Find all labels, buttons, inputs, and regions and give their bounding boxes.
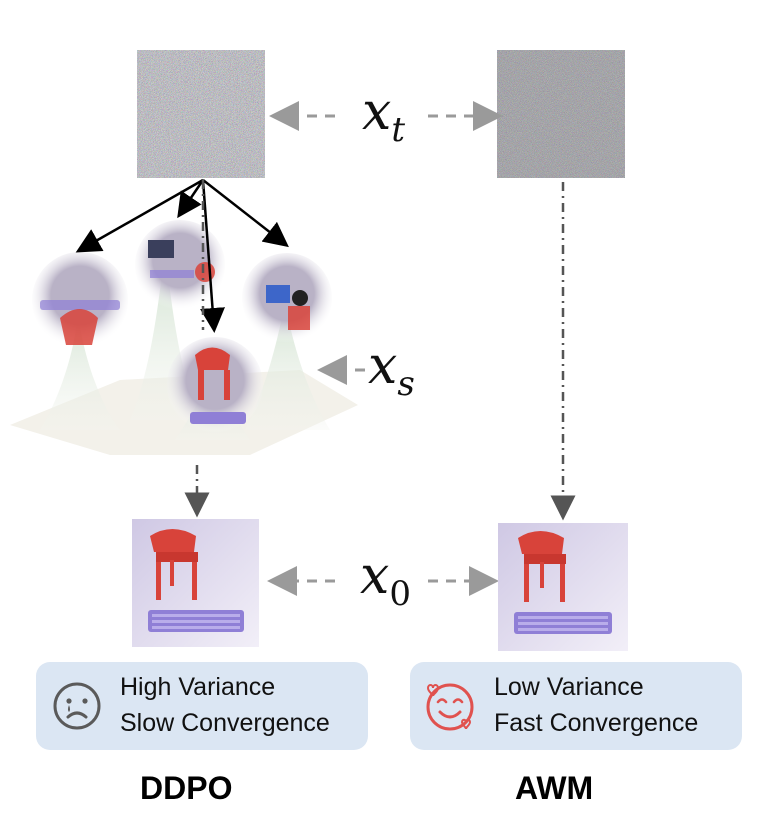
ddpo-caption-box: High Variance Slow Convergence [36, 662, 368, 750]
label-x-t-sub: t [391, 110, 405, 150]
sample-bubble-4 [167, 337, 263, 433]
label-x-s-sub: s [397, 364, 415, 404]
awm-caption-box: Low Variance Fast Convergence [410, 662, 742, 750]
label-x-t: xt [362, 86, 405, 147]
noise-image-awm [497, 50, 625, 178]
output-image-ddpo [132, 519, 259, 647]
sample-bubble-3 [242, 253, 332, 343]
sample-arrow-2 [177, 179, 205, 219]
output-image-awm [498, 523, 628, 651]
sample-bubble-1 [32, 252, 128, 348]
label-x-s: xs [368, 340, 415, 401]
label-x-s-base: x [368, 336, 398, 396]
method-name-awm: AWM [515, 770, 594, 806]
happy-face-icon [426, 683, 474, 731]
noise-image-ddpo [137, 50, 265, 178]
label-x-0-sub: 0 [389, 574, 411, 614]
ddpo-caption-line1: High Variance [120, 673, 276, 701]
sample-arrow-4 [200, 179, 225, 333]
label-x-t-base: x [362, 82, 392, 142]
awm-caption-line1: Low Variance [494, 673, 644, 701]
awm-caption-line2: Fast Convergence [494, 709, 699, 737]
sad-face-icon [53, 682, 101, 730]
label-x-0-base: x [360, 546, 390, 606]
method-name-ddpo: DDPO [140, 770, 233, 806]
label-x-0: x0 [360, 550, 411, 611]
ddpo-caption-line2: Slow Convergence [120, 709, 330, 737]
sample-arrow-3 [202, 179, 289, 248]
